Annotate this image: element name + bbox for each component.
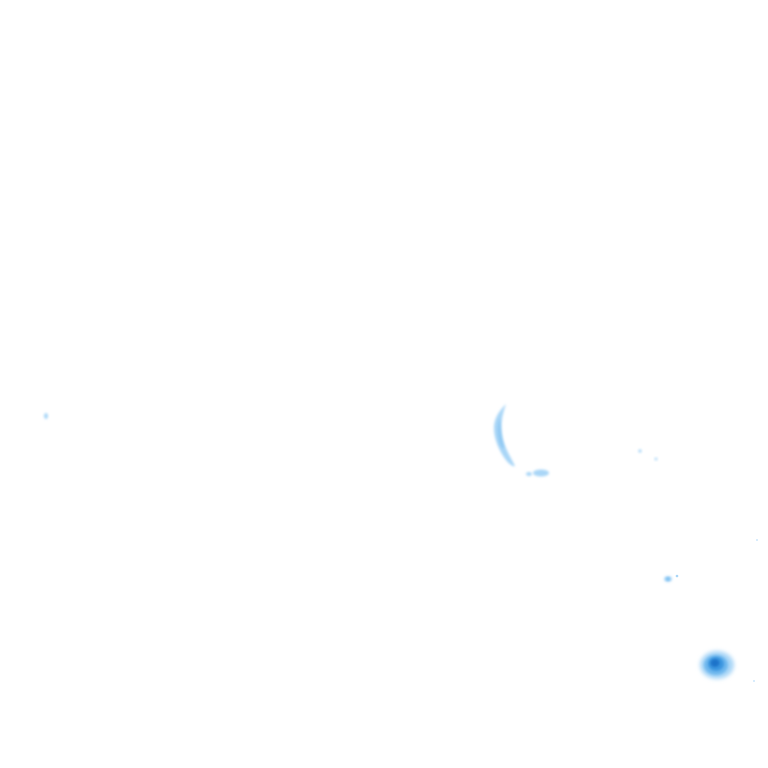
echo-lower-right-speck: [664, 574, 679, 582]
echo-far-left-speck: [44, 413, 48, 419]
echo-lower-right-cell: [700, 651, 734, 679]
echo-central-tail: [526, 469, 549, 477]
echo-central-arc: [494, 404, 515, 467]
echo-right-specks: [638, 449, 758, 682]
